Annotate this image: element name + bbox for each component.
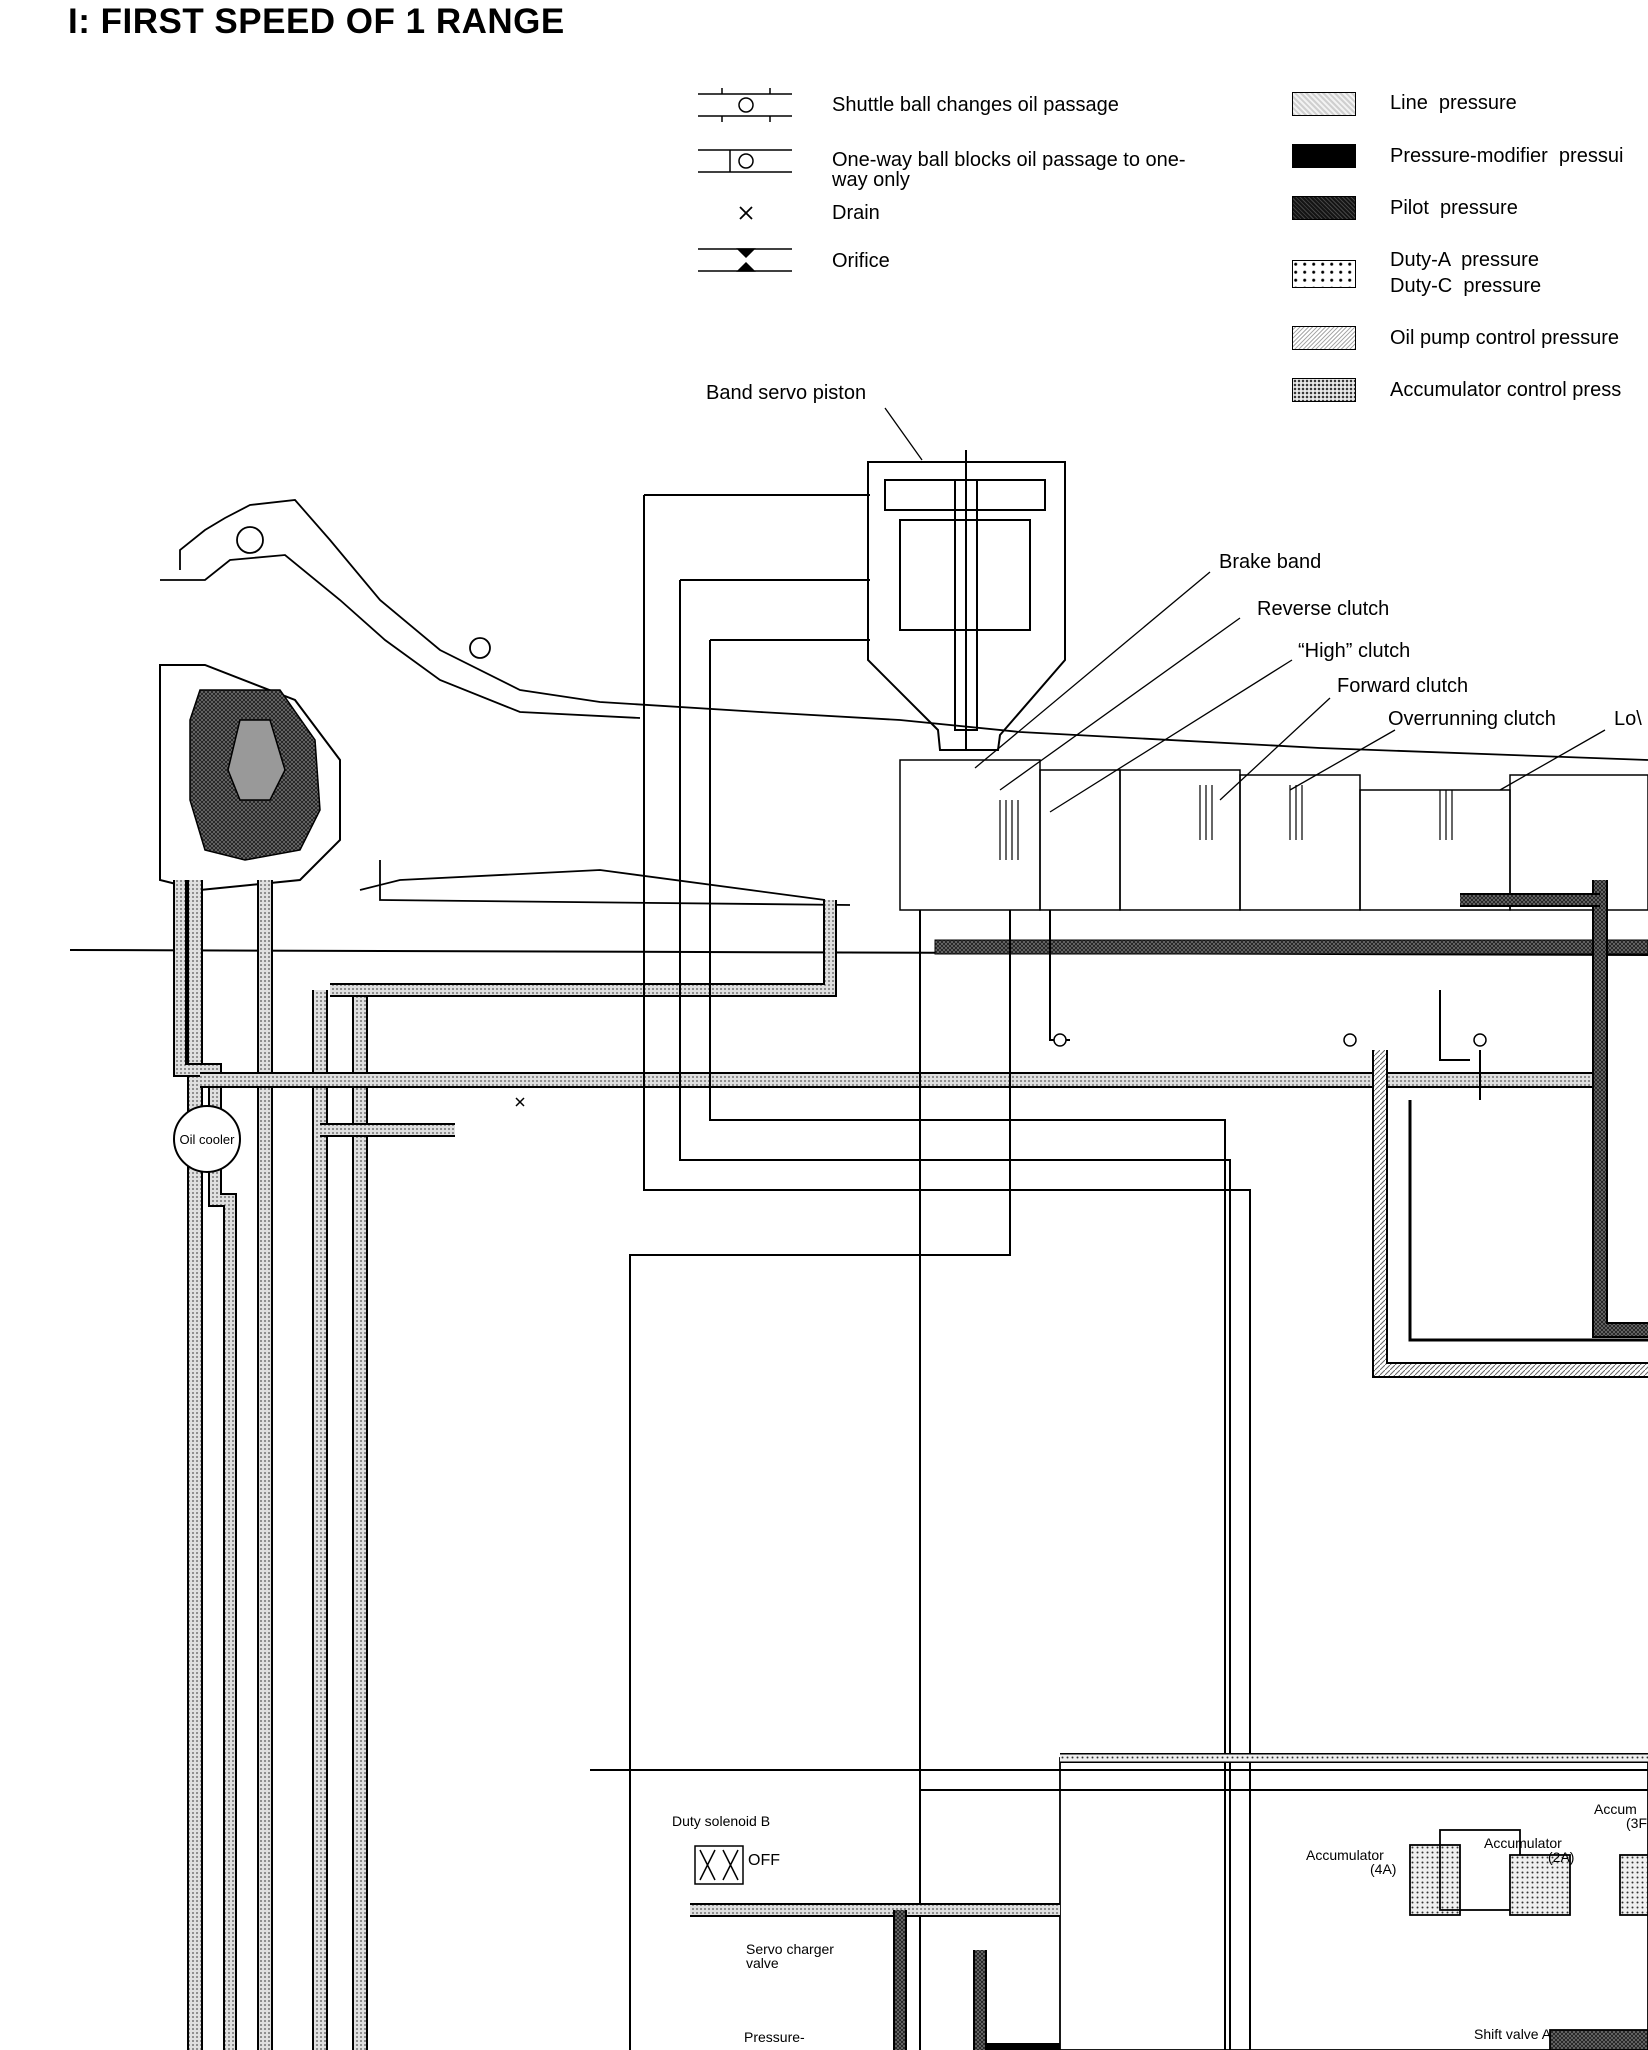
swatch-pilot-pressure xyxy=(1292,196,1356,220)
shuttle-ball-icon xyxy=(698,88,792,122)
label-overrunning-clutch: Overrunning clutch xyxy=(1388,708,1556,730)
drain-icon xyxy=(739,206,753,220)
swatch-duty-pressure xyxy=(1292,260,1356,288)
legend-one-way-ball-text: One-way ball blocks oil passage to one-w… xyxy=(832,149,1186,191)
swatch-accumulator-control xyxy=(1292,378,1356,402)
check-ball-valves xyxy=(1053,1033,1487,1047)
swatch-oil-pump-control xyxy=(1292,326,1356,350)
label-forward-clutch: Forward clutch xyxy=(1337,675,1469,697)
label-brake-band: Brake band xyxy=(1219,551,1322,573)
label-low-clipped: Lo\ xyxy=(1614,708,1642,730)
label-servo-charger-valve-line2: valve xyxy=(746,1955,779,1971)
label-duty-solenoid-b: Duty solenoid B xyxy=(672,1813,771,1829)
right-pressure-loop xyxy=(1372,880,1648,1378)
label-band-servo-piston: Band servo piston xyxy=(706,382,867,404)
label-shift-valve-a: Shift valve A xyxy=(1474,2026,1552,2042)
label-accum-clipped-line2: (3F xyxy=(1626,1815,1647,1831)
label-accumulator-2a-line2: (2A) xyxy=(1548,1849,1575,1865)
drain-icon-cooler xyxy=(515,1097,525,1107)
main-shaft-passage xyxy=(934,939,1648,955)
page-title: I: FIRST SPEED OF 1 RANGE xyxy=(68,2,565,41)
label-accumulator-2a-line1: Accumulator xyxy=(1484,1835,1562,1851)
clutch-pack-assembly xyxy=(899,759,1648,911)
one-way-ball-icon xyxy=(698,149,792,173)
swatch-line-pressure xyxy=(1292,92,1356,116)
label-high-clutch: “High” clutch xyxy=(1298,640,1411,662)
swatch-pressure-modifier xyxy=(1292,144,1356,168)
legend-drain-text: Drain xyxy=(832,202,880,224)
legend-orifice-text: Orifice xyxy=(832,250,890,272)
legend-duty-c-pressure: Duty-C pressure xyxy=(1390,275,1542,297)
label-accumulator-4a-line2: (4A) xyxy=(1370,1861,1397,1877)
legend-accumulator-control: Accumulator control press xyxy=(1390,379,1622,401)
legend-duty-a-pressure: Duty-A pressure xyxy=(1390,249,1539,271)
label-servo-charger-valve-line1: Servo charger xyxy=(746,1941,834,1957)
legend-oil-pump-control: Oil pump control pressure xyxy=(1390,327,1619,349)
label-accumulator-4a-line1: Accumulator xyxy=(1306,1847,1384,1863)
leader-lines xyxy=(884,407,1606,813)
legend-pressure-modifier: Pressure-modifier pressui xyxy=(1390,145,1624,167)
band-servo-piston xyxy=(867,450,1066,751)
torque-converter xyxy=(159,664,341,892)
label-pressure-modifier-clipped: Pressure- xyxy=(744,2029,805,2045)
label-solenoid-off: OFF xyxy=(748,1852,780,1869)
orifice-icon xyxy=(698,248,792,272)
oil-cooler-label: Oil cooler xyxy=(180,1132,236,1147)
legend-pilot-pressure: Pilot pressure xyxy=(1390,197,1518,219)
duty-solenoid-b xyxy=(694,1845,744,1885)
label-reverse-clutch: Reverse clutch xyxy=(1257,598,1390,620)
label-accum-clipped-line1: Accum xyxy=(1594,1801,1637,1817)
legend-shuttle-ball-text: Shuttle ball changes oil passage xyxy=(832,94,1119,116)
valve-body xyxy=(690,1753,1648,2050)
legend-line-pressure: Line pressure xyxy=(1390,92,1517,114)
oil-cooler xyxy=(173,1105,241,1173)
